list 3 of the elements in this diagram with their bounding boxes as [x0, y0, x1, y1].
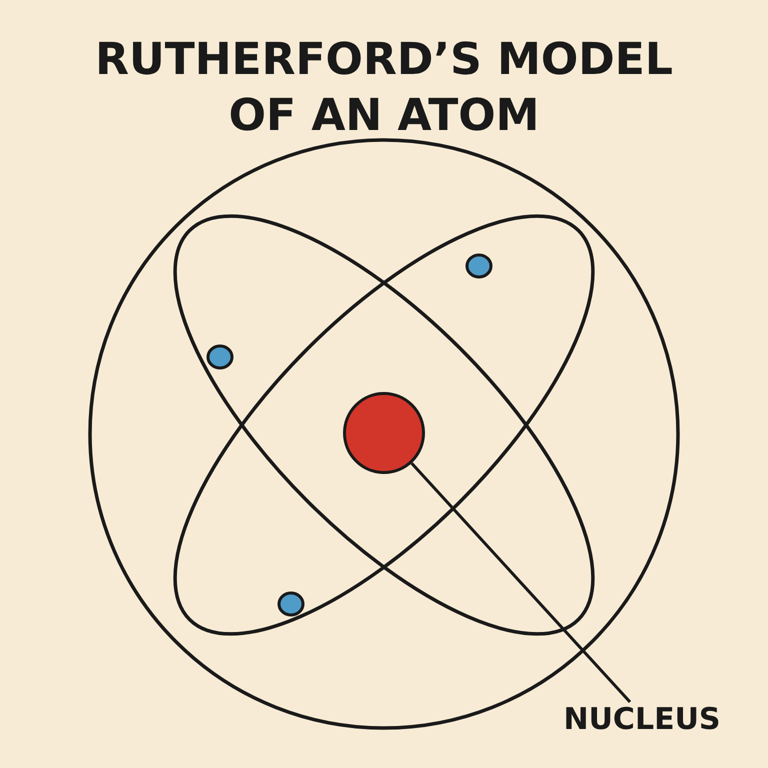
leader-line	[410, 462, 632, 704]
title: RUTHERFORD’S MODEL OF AN ATOM	[94, 33, 674, 143]
node-label: NUCLEUS	[552, 702, 732, 738]
